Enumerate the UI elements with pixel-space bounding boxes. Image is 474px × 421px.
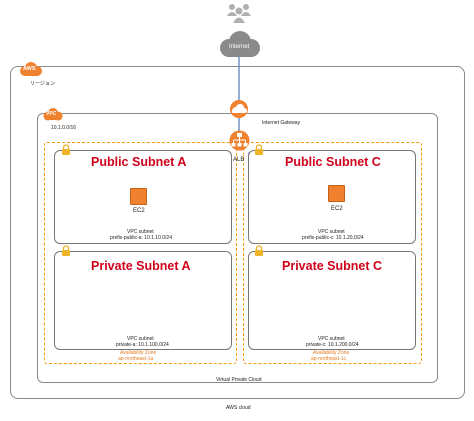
- availability-zone-a: [44, 142, 237, 364]
- lock-icon: [255, 144, 263, 155]
- private-subnet-c-type: VPC subnet: [318, 336, 345, 342]
- aws-cloud-badge-icon: [20, 62, 42, 76]
- az-c-name: ap-northeast-1c: [311, 356, 347, 362]
- region-label: リージョン: [30, 81, 55, 87]
- aws-badge-label: AWS: [23, 66, 36, 72]
- aws-cloud-footer: AWS cloud: [226, 405, 251, 411]
- aws-cloud-container: [10, 66, 465, 399]
- public-subnet-a-detail: prefix-public-a: 10.1.10.0/24: [110, 235, 172, 241]
- private-subnet-c-detail: private-c: 10.1.200.0/24: [306, 342, 359, 348]
- users-icon: [227, 4, 251, 23]
- private-subnet-a-title: Private Subnet A: [91, 259, 191, 273]
- private-subnet-c-title: Private Subnet C: [282, 259, 383, 273]
- internet-label: Internet: [229, 44, 250, 50]
- public-subnet-c-title: Public Subnet C: [285, 155, 381, 169]
- alb-label: ALB: [233, 157, 245, 163]
- az-a-title: Availability Zone: [120, 350, 157, 356]
- public-subnet-c-type: VPC subnet: [318, 229, 345, 235]
- private-subnet-a-type: VPC subnet: [127, 336, 154, 342]
- load-balancer-icon: [229, 130, 250, 151]
- lock-icon: [62, 144, 70, 155]
- vpc-footer: Virtual Private Cloud: [216, 377, 262, 383]
- private-subnet-c: [248, 251, 416, 350]
- public-subnet-c-detail: prefix-public-c: 10.1.20.0/24: [302, 235, 364, 241]
- vpc-badge-label: VPC: [46, 111, 57, 117]
- internet-cloud-icon: [220, 31, 260, 57]
- ec2-instance-icon: [328, 185, 345, 202]
- ec2-a-label: EC2: [133, 208, 145, 214]
- ec2-instance-icon: [130, 188, 147, 205]
- internet-gateway-icon: [230, 100, 248, 118]
- private-subnet-a-detail: private-a: 10.1.100.0/24: [116, 342, 169, 348]
- lock-icon: [255, 245, 263, 256]
- internet-gateway-label: Internet Gateway: [262, 120, 301, 126]
- private-subnet-a: [54, 251, 232, 350]
- vpc-badge-icon: [43, 108, 63, 121]
- az-a-name: ap-northeast-1a: [118, 356, 154, 362]
- availability-zone-c: [243, 142, 422, 364]
- lock-icon: [62, 245, 70, 256]
- az-c-title: Availability Zone: [313, 350, 350, 356]
- public-subnet-a-title: Public Subnet A: [91, 155, 187, 169]
- vpc-cidr-label: 10.1.0.0/16: [51, 125, 77, 131]
- ec2-c-label: EC2: [331, 206, 343, 212]
- public-subnet-a-type: VPC subnet: [127, 229, 154, 235]
